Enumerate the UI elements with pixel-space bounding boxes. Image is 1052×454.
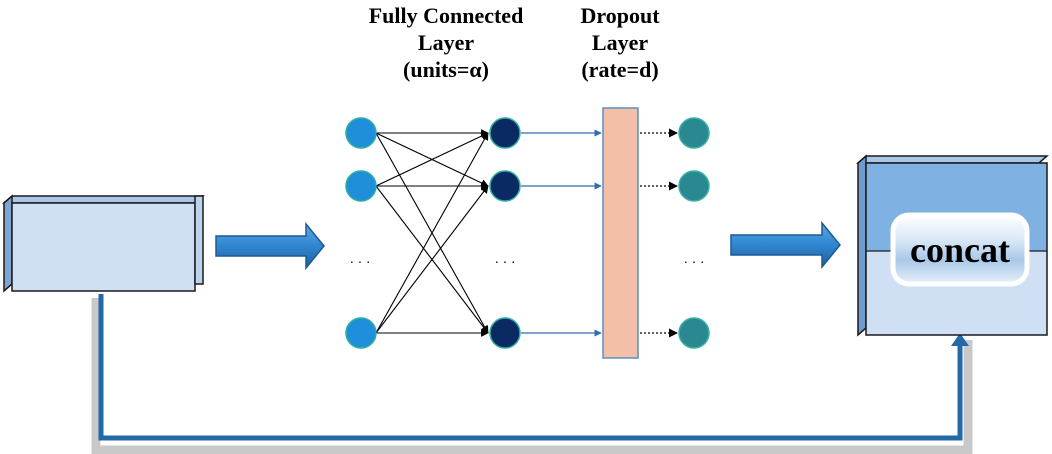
output-neuron [678,117,710,149]
hidden-neuron [489,170,521,202]
fully-connected-edges [375,129,489,337]
skip-arrowhead [951,333,969,346]
dropout-layer-label: Dropout Layer (rate=d) [560,2,680,83]
hidden-neuron [489,317,521,349]
hidden-to-dropout-edges [521,129,602,337]
input-box [2,194,205,293]
fc-label-line2: Layer [417,30,475,55]
flow-arrow-output [730,220,841,270]
output-neuron [678,317,710,349]
dropout-bar [602,107,639,359]
ellipsis-output: · · · [683,256,705,271]
concat-box [856,154,1049,337]
input-neuron [345,317,377,349]
flow-arrow-input [215,221,325,271]
fc-label-line3: (units=α) [403,57,489,82]
input-neuron [345,117,377,149]
fc-edge [375,185,489,334]
fc-edge [375,132,489,187]
ellipsis-hidden: · · · [494,256,516,271]
fc-label-line1: Fully Connected [368,3,524,28]
concat-label-pill [890,212,1030,287]
output-neuron [678,170,710,202]
fc-layer-label: Fully Connected Layer (units=α) [346,2,546,83]
input-neurons [345,117,377,349]
dropout-label-line2: Layer [591,30,649,55]
concat-label: concat [910,230,1010,270]
fc-edge [375,132,489,334]
skip-connection [91,294,973,454]
hidden-neuron [489,117,521,149]
ellipsis-input: · · · [349,256,371,271]
output-neurons [678,117,710,349]
dropout-to-output-edges [640,128,678,338]
dropout-label-line1: Dropout [580,3,660,28]
hidden-neurons [489,117,521,349]
input-neuron [345,170,377,202]
dropout-label-line3: (rate=d) [581,57,659,82]
